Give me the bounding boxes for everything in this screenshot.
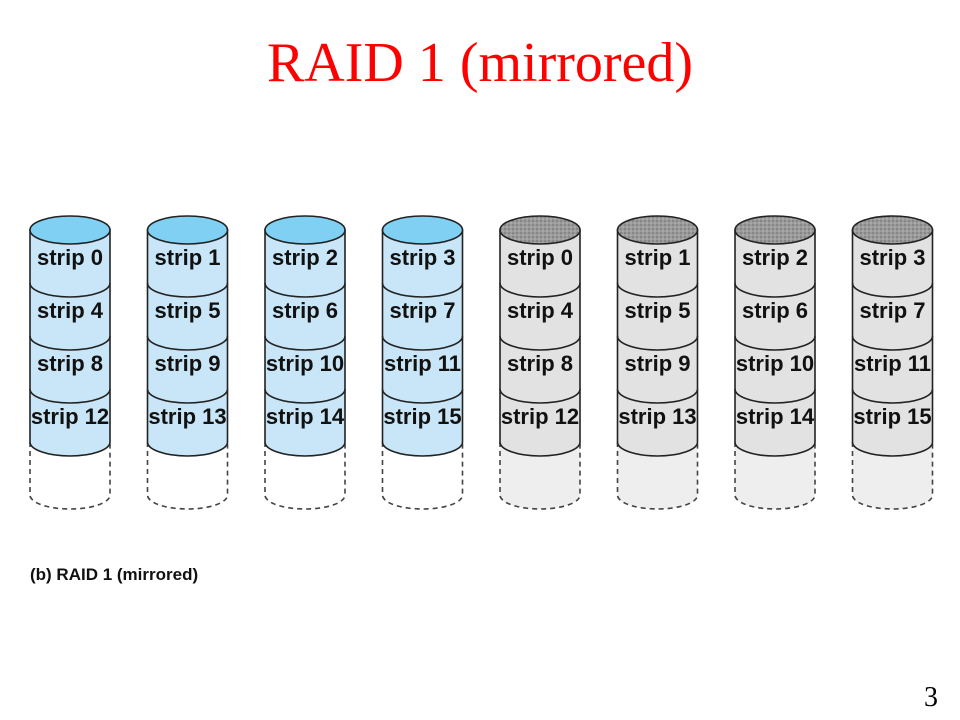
- strip-label: strip 15: [383, 404, 461, 429]
- disk-body: [499, 229, 581, 457]
- disk-top: [734, 215, 816, 245]
- strip-label: strip 8: [37, 351, 103, 376]
- strip-divider: [29, 388, 111, 404]
- strip-divider: [381, 335, 464, 351]
- strip-divider: [146, 388, 229, 404]
- strip-label: strip 2: [742, 245, 808, 270]
- primary-disk-0: strip 0 strip 4 strip 8 strip 12: [29, 215, 111, 510]
- strip-divider: [264, 282, 346, 298]
- strip-label: strip 11: [384, 351, 461, 376]
- disk-spare-outline: [381, 442, 464, 510]
- strip-divider: [146, 282, 229, 298]
- strip-label: strip 13: [618, 404, 696, 429]
- mirror-disk-0: strip 0 strip 4 strip 8 strip 12: [499, 215, 581, 510]
- mirror-disk-1: strip 1 strip 5 strip 9 strip 13: [616, 215, 699, 510]
- strip-label: strip 0: [37, 245, 103, 270]
- disk-spare-outline: [264, 442, 346, 510]
- mirror-spare-fill: [500, 442, 580, 509]
- strip-label: strip 12: [501, 404, 579, 429]
- strip-divider: [381, 388, 464, 404]
- strip-label: strip 13: [148, 404, 226, 429]
- strip-divider: [29, 282, 111, 298]
- disk-spare-outline: [851, 442, 934, 510]
- strip-label: strip 7: [389, 298, 455, 323]
- strip-divider: [734, 335, 816, 351]
- disk-spare-outline: [499, 442, 581, 510]
- strip-divider: [499, 388, 581, 404]
- strip-label: strip 5: [154, 298, 220, 323]
- disk-top: [29, 215, 111, 245]
- strip-divider: [851, 388, 934, 404]
- strip-label: strip 15: [853, 404, 931, 429]
- primary-disk-3: strip 3 strip 7 strip 11 strip 15: [381, 215, 464, 510]
- strip-label: strip 1: [624, 245, 690, 270]
- mirror-spare-fill: [617, 442, 698, 509]
- strip-label: strip 8: [507, 351, 573, 376]
- strip-label: strip 7: [859, 298, 925, 323]
- strip-divider: [499, 335, 581, 351]
- strip-divider: [29, 335, 111, 351]
- strip-divider: [734, 388, 816, 404]
- strip-divider: [851, 335, 934, 351]
- disk-top: [616, 215, 699, 245]
- disk-body: [734, 229, 816, 457]
- mirror-disk-2: strip 2 strip 6 strip 10 strip 14: [734, 215, 816, 510]
- mirror-spare-fill: [852, 442, 933, 509]
- strip-divider: [851, 282, 934, 298]
- mirror-disk-3: strip 3 strip 7 strip 11 strip 15: [851, 215, 934, 510]
- disk-top: [851, 215, 934, 245]
- mirror-spare-fill: [735, 442, 815, 509]
- disk-top: [381, 215, 464, 245]
- diagram-caption: (b) RAID 1 (mirrored): [30, 565, 198, 584]
- strip-label: strip 1: [154, 245, 220, 270]
- strip-divider: [734, 282, 816, 298]
- slide-title: RAID 1 (mirrored): [266, 32, 694, 94]
- strip-divider: [381, 282, 464, 298]
- disk-spare-outline: [29, 442, 111, 510]
- strip-label: strip 11: [854, 351, 931, 376]
- disk-body: [616, 229, 699, 457]
- strip-divider: [616, 282, 699, 298]
- strip-label: strip 10: [266, 351, 344, 376]
- strip-divider: [146, 335, 229, 351]
- strip-label: strip 3: [389, 245, 455, 270]
- disk-body: [381, 229, 464, 457]
- strip-divider: [616, 335, 699, 351]
- disk-body: [264, 229, 346, 457]
- disk-top: [499, 215, 581, 245]
- strip-label: strip 9: [154, 351, 220, 376]
- primary-disk-2: strip 2 strip 6 strip 10 strip 14: [264, 215, 346, 510]
- strip-label: strip 14: [266, 404, 345, 429]
- disk-spare-outline: [616, 442, 699, 510]
- strip-label: strip 6: [272, 298, 338, 323]
- disk-body: [851, 229, 934, 457]
- strip-label: strip 0: [507, 245, 573, 270]
- strip-label: strip 9: [624, 351, 690, 376]
- disk-top: [146, 215, 229, 245]
- strip-divider: [499, 282, 581, 298]
- disk-spare-outline: [734, 442, 816, 510]
- disk-body: [29, 229, 111, 457]
- strip-divider: [616, 388, 699, 404]
- strip-label: strip 2: [272, 245, 338, 270]
- strip-label: strip 6: [742, 298, 808, 323]
- strip-divider: [264, 335, 346, 351]
- strip-label: strip 4: [37, 298, 104, 323]
- primary-disk-1: strip 1 strip 5 strip 9 strip 13: [146, 215, 229, 510]
- disk-spare-outline: [146, 442, 229, 510]
- strip-label: strip 4: [507, 298, 574, 323]
- disk-top: [264, 215, 346, 245]
- strip-label: strip 5: [624, 298, 690, 323]
- strip-label: strip 14: [736, 404, 815, 429]
- strip-label: strip 12: [31, 404, 109, 429]
- strip-label: strip 10: [736, 351, 814, 376]
- strip-divider: [264, 388, 346, 404]
- disk-body: [146, 229, 229, 457]
- strip-label: strip 3: [859, 245, 925, 270]
- page-number: 3: [924, 682, 938, 713]
